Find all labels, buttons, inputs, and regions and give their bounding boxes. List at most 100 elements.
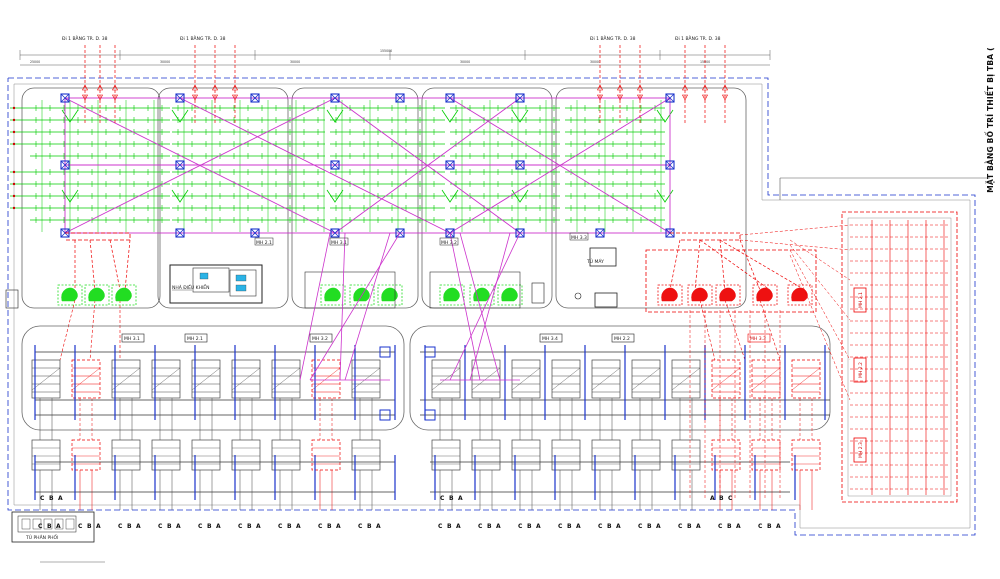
connector [171,189,189,203]
phase-label: A [296,523,301,530]
gantry-node [250,228,260,238]
phase-label: A [458,495,463,502]
phase-label: B [719,495,724,502]
existing-link [759,299,781,361]
arrester [232,94,238,101]
feeder-dot [12,194,16,198]
bay-diagonal [711,367,741,391]
arrester [212,94,218,101]
phase-label: B [727,523,732,530]
legend-panel: TỦ PHÂN PHỐI [11,511,105,563]
lower-bay-cell [71,439,101,471]
arrester [192,94,198,101]
phase-label: A [56,523,61,530]
connector [441,109,459,123]
svg-text:25000: 25000 [30,60,40,64]
existing-link [789,249,851,361]
arrester [232,84,238,91]
bay-diagonal [351,367,381,391]
lower-bay-cell [791,359,821,399]
line-label: Đi 1 BẰNG TR. D. 38 [675,34,721,42]
existing-link [719,239,726,291]
bay-diagonal [431,367,461,391]
phase-label: B [487,523,492,530]
lower-bay-cell [311,439,341,471]
lower-bay-cell [351,359,381,399]
new-transformer [115,287,132,302]
phase-label: A [656,523,661,530]
bay-tag: MH 2.1 [256,240,272,246]
gantry-brace [395,93,405,103]
side-bay-box [853,357,867,383]
transformer-frame [687,284,713,306]
lower-bay-zones [21,325,831,431]
existing-link [59,299,76,361]
phase-label: B [647,523,652,530]
feeder-dot [12,106,16,110]
kiosk: TỦ MÁY [531,247,618,308]
existing-connections [59,45,806,361]
bay-tag: MH 2.2 [858,362,864,378]
connector [171,109,189,123]
lower-bay-cell [711,439,741,471]
new-transformer [353,287,370,302]
lower-bay-cell [271,439,301,471]
lower-bay-cell [231,439,261,471]
phase-label: A [456,523,461,530]
transformer-frame [57,284,83,306]
lower-bay-cell [191,359,221,399]
arrester [722,84,728,91]
gantry-brace [175,160,185,170]
phase-label: C [78,523,83,530]
gantry-brace [330,160,340,170]
transformer-frame [320,284,346,306]
gantry-node [665,160,675,170]
lower-bay-cell [431,359,461,399]
bay-tag: MH 3.1 [124,336,140,342]
feeder-dot [12,206,16,210]
phase-label: A [176,523,181,530]
arrester [97,94,103,101]
lower-bay-cell [791,439,821,471]
line-label: Đi 1 BẰNG TR. D. 38 [180,34,226,42]
gantry-node [175,228,185,238]
phase-label: B [447,523,452,530]
transformer-frame [787,284,813,306]
arrester [212,84,218,91]
gantry-brace [60,160,70,170]
phase-label: A [376,523,381,530]
transformers [57,249,817,313]
lower-bay-cell [511,359,541,399]
lower-bay-cell [71,359,101,399]
gantry-brace [175,93,185,103]
bay-diagonal [671,367,701,391]
arrester [682,84,688,91]
bay-tags: MH 3.1 MH 2.1 MH 3.2 MH 3.4 MH 2.2 MH 3.… [121,232,771,343]
feeder-dot [12,170,16,174]
arrester [82,94,88,101]
gantry-node [515,228,525,238]
gantry-brace [60,93,70,103]
lower-bay-cell [551,359,581,399]
phase-label: C [518,523,523,530]
new-transformer [324,287,341,302]
gantry-node [175,160,185,170]
connector [326,189,344,203]
bay-tag: MH 3.1 [331,240,347,246]
gantry-brace [445,93,455,103]
feeder-dot [12,182,16,186]
gantry-node [665,93,675,103]
new-transformer [443,287,460,302]
phase-label: A [616,523,621,530]
new-transformer [501,287,518,302]
arrester [637,84,643,91]
end-marker [379,409,391,421]
arrester [617,94,623,101]
existing-link [669,239,681,291]
lower-bays [31,345,830,510]
gantry-node [515,160,525,170]
feeder-dot [12,118,16,122]
transformer-frame [469,284,495,306]
lower-bay-cell [151,359,181,399]
